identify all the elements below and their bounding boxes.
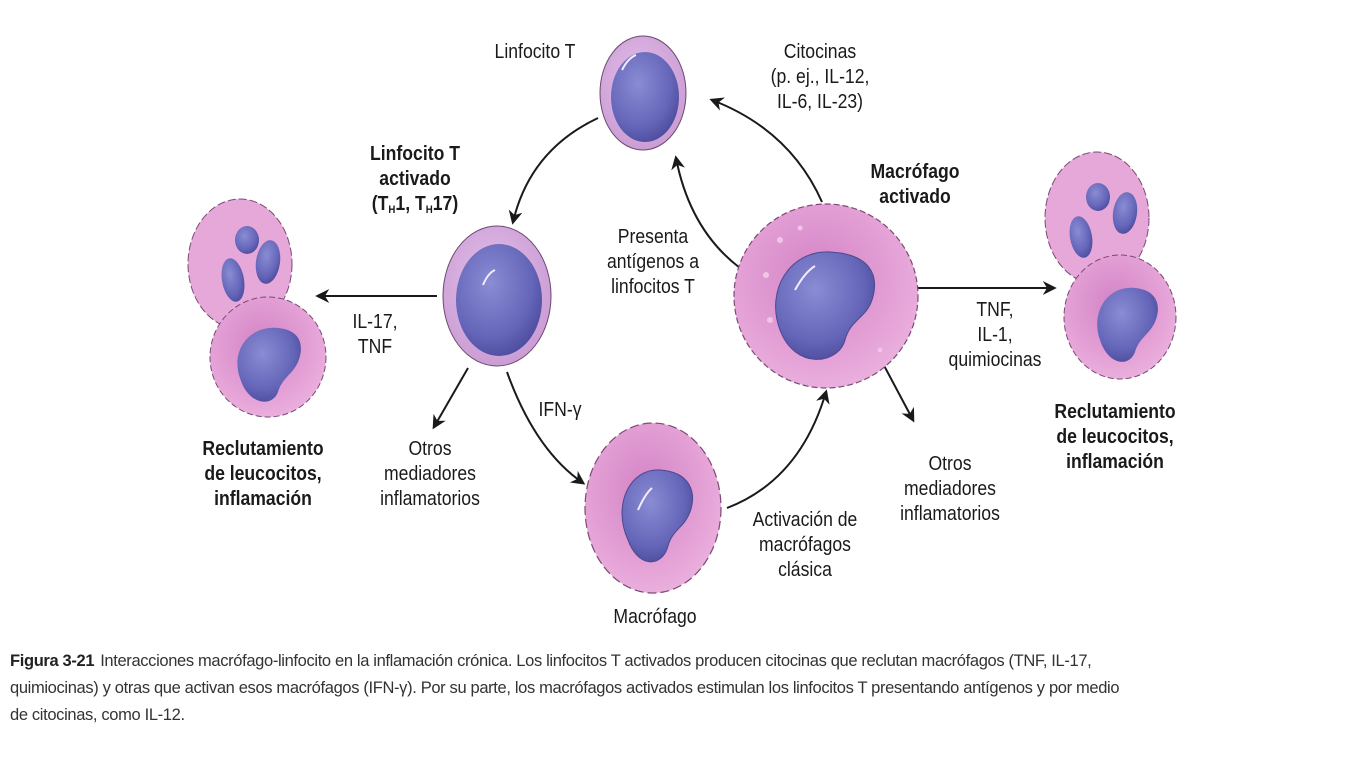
label-ifn-gamma: IFN-γ xyxy=(529,398,591,423)
label-right-recruitment: Reclutamiento de leucocitos, inflamación xyxy=(1036,400,1194,475)
label-left-recruitment: Reclutamiento de leucocitos, inflamación xyxy=(179,437,346,512)
label-line: clásica xyxy=(778,559,832,581)
label-line: Presenta xyxy=(617,226,689,248)
label-line: IL-6, IL-23) xyxy=(776,91,864,113)
label-line: Activación de xyxy=(752,509,858,531)
macrophage-cell xyxy=(584,422,722,594)
label-line: linfocitos T xyxy=(611,276,695,298)
activated-t-lymphocyte-cell xyxy=(442,225,552,367)
label-line: IL-17, xyxy=(352,311,398,333)
activated-macrophage-cell xyxy=(733,203,919,389)
subtype-text: 17) xyxy=(432,193,459,215)
caption-text: Interacciones macrófago-linfocito en la … xyxy=(100,652,1092,670)
subtype-text: (T xyxy=(371,193,389,215)
subtype-text: 1, T xyxy=(395,193,426,215)
nucleus-lobe xyxy=(1086,183,1110,211)
caption-line: de citocinas, como IL-12. xyxy=(10,706,185,724)
figure-number: Figura 3-21 xyxy=(10,652,95,670)
figure-caption: Figura 3-21 Interacciones macrófago-linfo… xyxy=(10,648,1360,729)
subscript: H xyxy=(388,204,396,216)
nucleus xyxy=(456,244,542,356)
label-activated-macrophage: Macrófago activado xyxy=(858,160,972,210)
label-line: mediadores xyxy=(384,463,476,485)
diagram-canvas xyxy=(187,35,1177,594)
nucleus xyxy=(775,251,876,360)
arrow-activated-macrophage-to-t-antigen xyxy=(671,155,741,269)
label-line: inflamación xyxy=(1066,451,1164,473)
label-line: Linfocito T xyxy=(494,41,576,63)
nucleus xyxy=(611,52,679,142)
label-line: (p. ej., IL-12, xyxy=(770,66,870,88)
nucleus-lobe xyxy=(221,258,245,302)
label-macrophage: Macrófago xyxy=(602,605,708,630)
right-recruitment-cells xyxy=(1044,151,1177,380)
nucleus xyxy=(621,469,693,563)
arrow-activated-t-to-other-mediators xyxy=(432,367,469,430)
nucleus-lobe xyxy=(1069,216,1093,258)
label-line: quimiocinas xyxy=(948,349,1042,371)
label-line: activado xyxy=(879,186,951,208)
label-line: de leucocitos, xyxy=(204,463,322,485)
left-recruitment-cells xyxy=(187,198,327,418)
arrow-activated-macrophage-to-t-cytokines xyxy=(709,97,823,203)
arrow-activated-macrophage-to-other-mediators xyxy=(879,357,915,423)
arrow-macrophage-to-activated-macrophage xyxy=(726,389,830,509)
label-line: de leucocitos, xyxy=(1056,426,1174,448)
label-line: inflamatorios xyxy=(900,503,1000,525)
label-presents-antigens: Presenta antígenos a linfocitos T xyxy=(596,225,710,300)
label-line: Linfocito T xyxy=(370,143,460,165)
label-line: Otros xyxy=(408,438,452,460)
label-il17-tnf: IL-17, TNF xyxy=(340,310,410,360)
label-line: inflamatorios xyxy=(380,488,480,510)
caption-line: Figura 3-21 Interacciones macrófago-linfo… xyxy=(10,648,1360,675)
label-other-mediators-left: Otros mediadores inflamatorios xyxy=(368,437,491,512)
label-line: Reclutamiento xyxy=(1054,401,1176,423)
nucleus-lobe xyxy=(235,226,259,254)
label-line: IFN-γ xyxy=(538,399,582,421)
label-line: macrófagos xyxy=(759,534,851,556)
label-subtypes: (TH1, TH17) xyxy=(353,192,476,223)
label-line: Macrófago xyxy=(613,606,697,628)
label-line: antígenos a xyxy=(607,251,699,273)
nucleus xyxy=(1097,287,1158,362)
label-activated-t-lymphocyte: Linfocito T activado (TH1, TH17) xyxy=(353,142,476,223)
label-t-lymphocyte: Linfocito T xyxy=(478,40,592,65)
label-line: Reclutamiento xyxy=(202,438,324,460)
nucleus-lobe xyxy=(255,240,281,284)
label-line: IL-1, xyxy=(977,324,1013,346)
label-line: Citocinas xyxy=(783,41,857,63)
arrow-t-to-activated-t xyxy=(508,117,599,225)
arrows xyxy=(315,97,1057,509)
label-other-mediators-right: Otros mediadores inflamatorios xyxy=(888,452,1011,527)
arrow-activated-t-to-macrophage-ifn xyxy=(506,371,586,485)
label-line: TNF, xyxy=(976,299,1014,321)
label-line: activado xyxy=(379,168,451,190)
label-line: TNF xyxy=(357,336,393,358)
label-tnf-il1-chemokines: TNF, IL-1, quimiocinas xyxy=(933,298,1056,373)
nucleus xyxy=(237,327,301,402)
caption-line: quimiocinas) y otras que activan esos ma… xyxy=(10,679,1120,697)
subscript: H xyxy=(425,204,433,216)
label-cytokines: Citocinas (p. ej., IL-12, IL-6, IL-23) xyxy=(750,40,891,115)
label-line: mediadores xyxy=(904,478,996,500)
label-line: Macrófago xyxy=(870,161,960,183)
label-classic-activation: Activación de macrófagos clásica xyxy=(743,508,866,583)
t-lymphocyte-cell xyxy=(599,35,687,151)
macrophage-lymphocyte-diagram: Linfocito T Citocinas (p. ej., IL-12, IL… xyxy=(179,35,1194,630)
label-line: inflamación xyxy=(214,488,312,510)
nucleus-lobe xyxy=(1112,192,1138,234)
label-line: Otros xyxy=(928,453,972,475)
